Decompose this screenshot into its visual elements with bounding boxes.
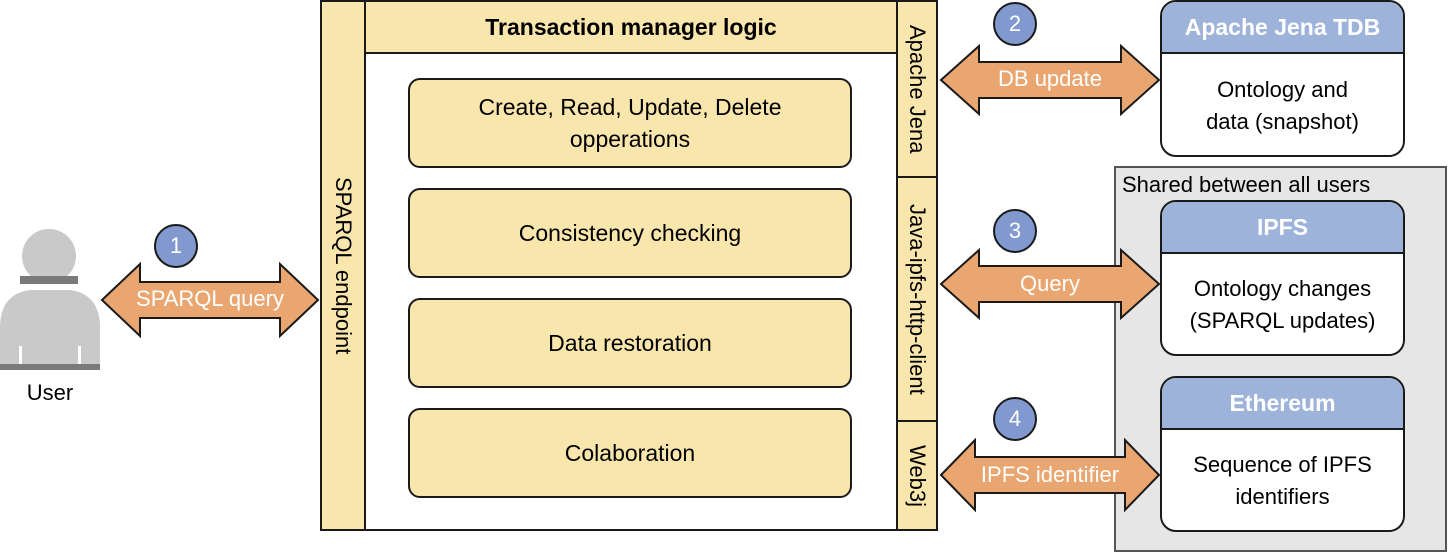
colaboration-box: Colaboration (408, 408, 852, 498)
apache-jena-client: Apache Jena (896, 0, 938, 178)
java-ipfs-http-client: Java-ipfs-http-client (896, 176, 938, 422)
user-label: User (26, 380, 74, 405)
query-arrow (939, 248, 1161, 320)
step-badge-3: 3 (993, 209, 1037, 253)
apache-jena-tdb-body: Ontology and data (snapshot) (1206, 76, 1359, 134)
ethereum-store: Ethereum Sequence of IPFS identifiers (1160, 376, 1405, 532)
ipfs-store: IPFS Ontology changes (SPARQL updates) (1160, 200, 1405, 356)
crud-operations-box: Create, Read, Update, Delete opperations (408, 78, 852, 168)
step-badge-1: 1 (154, 224, 198, 268)
user-icon (0, 228, 102, 370)
ethereum-title: Ethereum (1162, 378, 1403, 430)
apache-jena-tdb-title: Apache Jena TDB (1162, 2, 1403, 54)
step-badge-4: 4 (993, 397, 1037, 441)
step-badge-2: 2 (993, 2, 1037, 46)
query-label: Query (1020, 271, 1080, 296)
shared-region-label: Shared between all users (1122, 172, 1371, 197)
sparql-query-arrow (100, 262, 320, 338)
transaction-manager-title: Transaction manager logic (366, 2, 896, 54)
ipfs-identifier-label: IPFS identifier (980, 462, 1120, 487)
sparql-query-label: SPARQL query (136, 286, 284, 311)
db-update-label: DB update (998, 66, 1102, 91)
db-update-arrow (939, 44, 1161, 116)
data-restoration-box: Data restoration (408, 298, 852, 388)
ipfs-title: IPFS (1162, 202, 1403, 254)
consistency-checking-box: Consistency checking (408, 188, 852, 278)
ethereum-body: Sequence of IPFS identifiers (1193, 452, 1372, 509)
apache-jena-tdb-store: Apache Jena TDB Ontology and data (snaps… (1160, 0, 1405, 157)
ipfs-identifier-arrow (939, 438, 1161, 512)
sparql-endpoint: SPARQL endpoint (320, 0, 366, 531)
ipfs-body: Ontology changes (SPARQL updates) (1189, 276, 1376, 333)
web3j-client: Web3j (896, 420, 938, 531)
